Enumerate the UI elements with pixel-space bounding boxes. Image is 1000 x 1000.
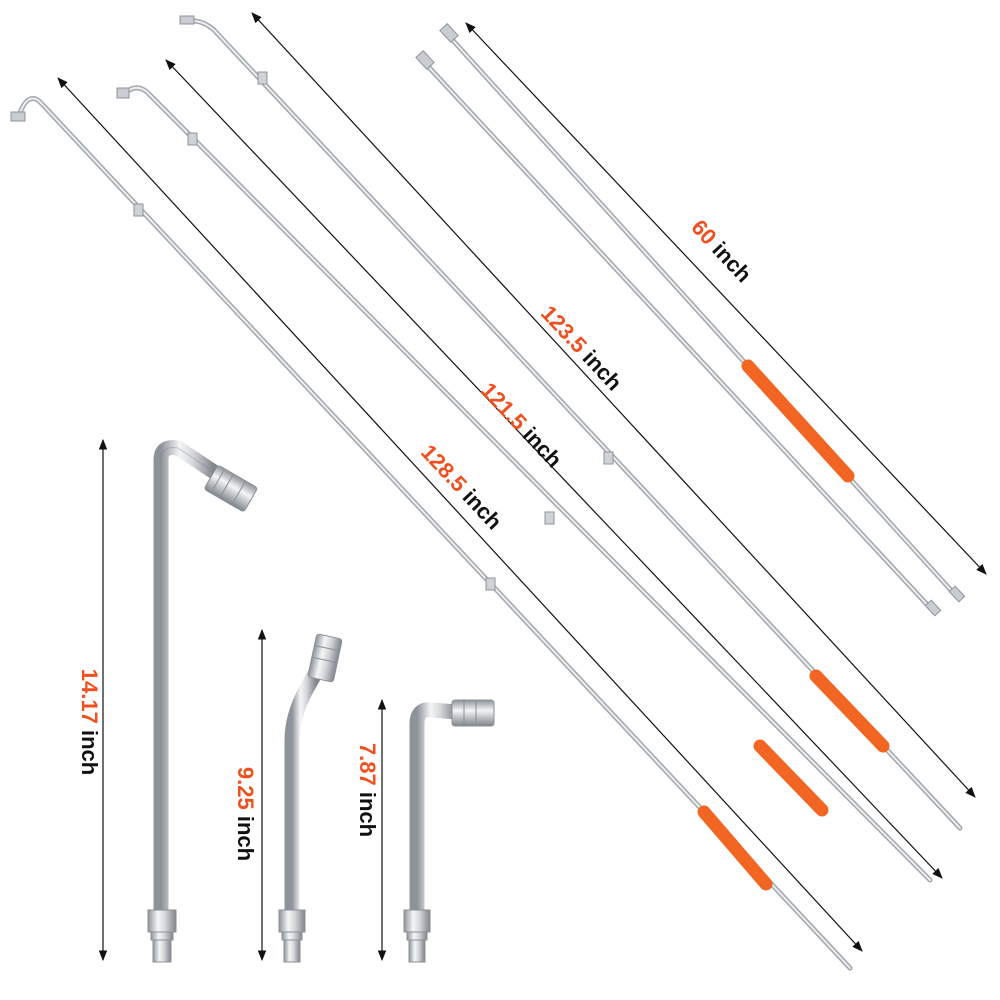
tip-14-17 — [147, 440, 258, 963]
unit-123-5: inch — [578, 345, 627, 395]
label-123-5-inch: 123.5 inch — [536, 300, 627, 395]
tip-9-25 — [278, 633, 343, 963]
unit-128-5: inch — [458, 484, 507, 534]
dimension-arrow-123-5 — [251, 12, 976, 798]
unit-9-25: inch — [233, 816, 258, 861]
value-14-17: 14.17 — [77, 669, 102, 724]
value-128-5: 128.5 — [416, 439, 472, 496]
wand-60-a — [439, 23, 966, 603]
label-60-inch: 60 inch — [686, 215, 756, 288]
unit-14-17: inch — [77, 730, 102, 775]
label-14-17-inch: 14.17 inch — [77, 669, 102, 775]
value-121-5: 121.5 — [476, 377, 532, 434]
label-7-87-inch: 7.87 inch — [355, 743, 380, 837]
unit-7-87: inch — [355, 792, 380, 837]
unit-121-5: inch — [518, 422, 567, 472]
unit-60: inch — [707, 237, 756, 287]
value-7-87: 7.87 — [355, 743, 380, 786]
dimension-arrow-121-5 — [165, 59, 943, 879]
tip-7-87 — [403, 699, 495, 963]
label-9-25-inch: 9.25 inch — [233, 767, 258, 861]
value-123-5: 123.5 — [536, 300, 592, 357]
dimension-arrow-128-5 — [57, 77, 863, 952]
wand-128-5 — [10, 95, 853, 971]
value-60: 60 — [686, 215, 721, 250]
value-9-25: 9.25 — [233, 767, 258, 810]
